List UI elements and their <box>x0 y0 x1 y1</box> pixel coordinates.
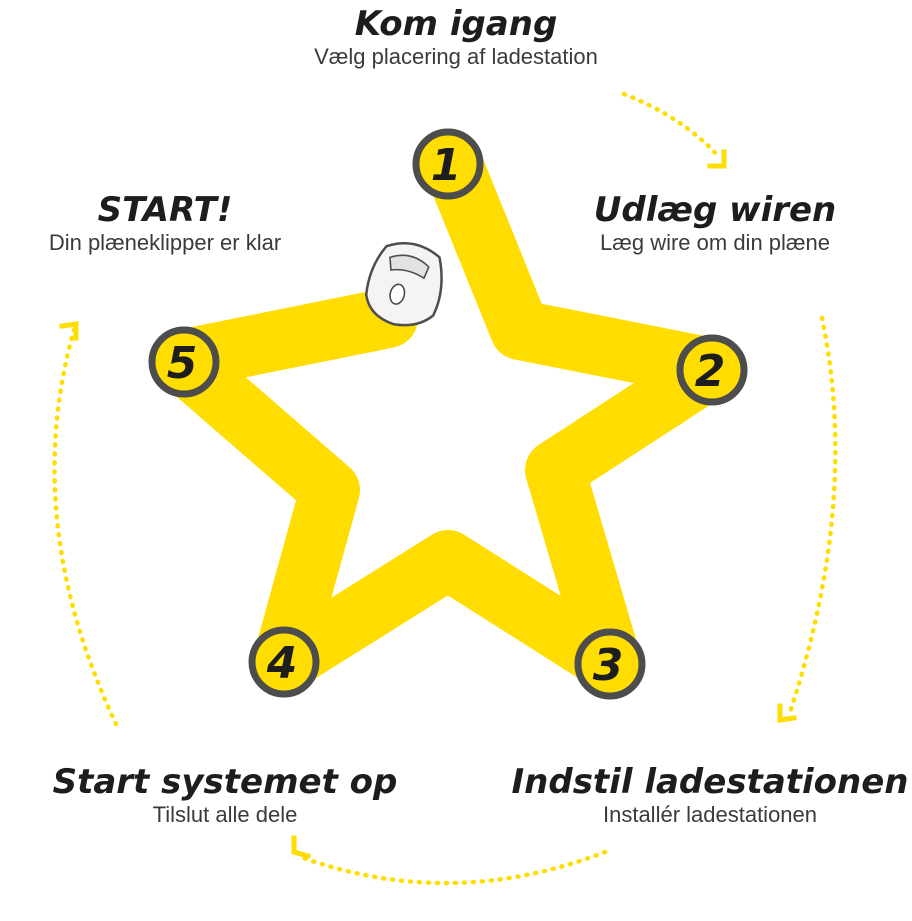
step-title: Indstil ladestationen <box>511 762 909 802</box>
step-label-start: START! Din plæneklipper er klar <box>0 190 330 258</box>
arrowhead-icon <box>59 321 79 341</box>
step-subtitle: Din plæneklipper er klar <box>48 230 282 256</box>
step-title: START! <box>97 190 233 230</box>
step-label-udlaeg-wiren: Udlæg wiren Læg wire om din plæne <box>550 190 880 258</box>
step-badge-3: 3 <box>574 628 646 700</box>
step-title: Udlæg wiren <box>593 190 837 230</box>
step-label-start-systemet-op: Start systemet op Tilslut alle dele <box>30 762 420 830</box>
robot-mower-icon <box>364 242 443 327</box>
dotted-arrow-icon <box>787 315 838 715</box>
step-number-2: 2 <box>695 346 726 397</box>
step-number-5: 5 <box>167 338 198 389</box>
arrowhead-icon <box>291 835 312 860</box>
step-number-4: 4 <box>266 638 298 689</box>
step-number-1: 1 <box>431 140 462 191</box>
star-path <box>150 132 742 694</box>
dotted-arrow-icon <box>52 327 119 727</box>
dotted-arrow-icon <box>295 849 608 886</box>
step-label-indstil-ladestationen: Indstil ladestationen Installér ladestat… <box>500 762 912 830</box>
dotted-arrow-icon <box>621 91 721 159</box>
arrowhead-icon <box>707 149 727 169</box>
step-subtitle: Læg wire om din plæne <box>600 230 830 256</box>
step-subtitle: Installér ladestationen <box>602 802 818 828</box>
step-subtitle: Tilslut alle dele <box>152 802 298 828</box>
step-badge-1: 1 <box>412 128 484 200</box>
arrowhead-icon <box>777 703 797 723</box>
step-title: Kom igang <box>354 4 558 44</box>
step-subtitle: Vælg placering af ladestation <box>314 44 598 70</box>
step-label-kom-igang: Kom igang Vælg placering af ladestation <box>256 4 656 72</box>
step-badge-4: 4 <box>248 626 320 698</box>
step-title: Start systemet op <box>52 762 398 802</box>
step-number-3: 3 <box>593 640 624 691</box>
step-badge-5: 5 <box>148 326 220 398</box>
step-badge-2: 2 <box>676 334 748 406</box>
